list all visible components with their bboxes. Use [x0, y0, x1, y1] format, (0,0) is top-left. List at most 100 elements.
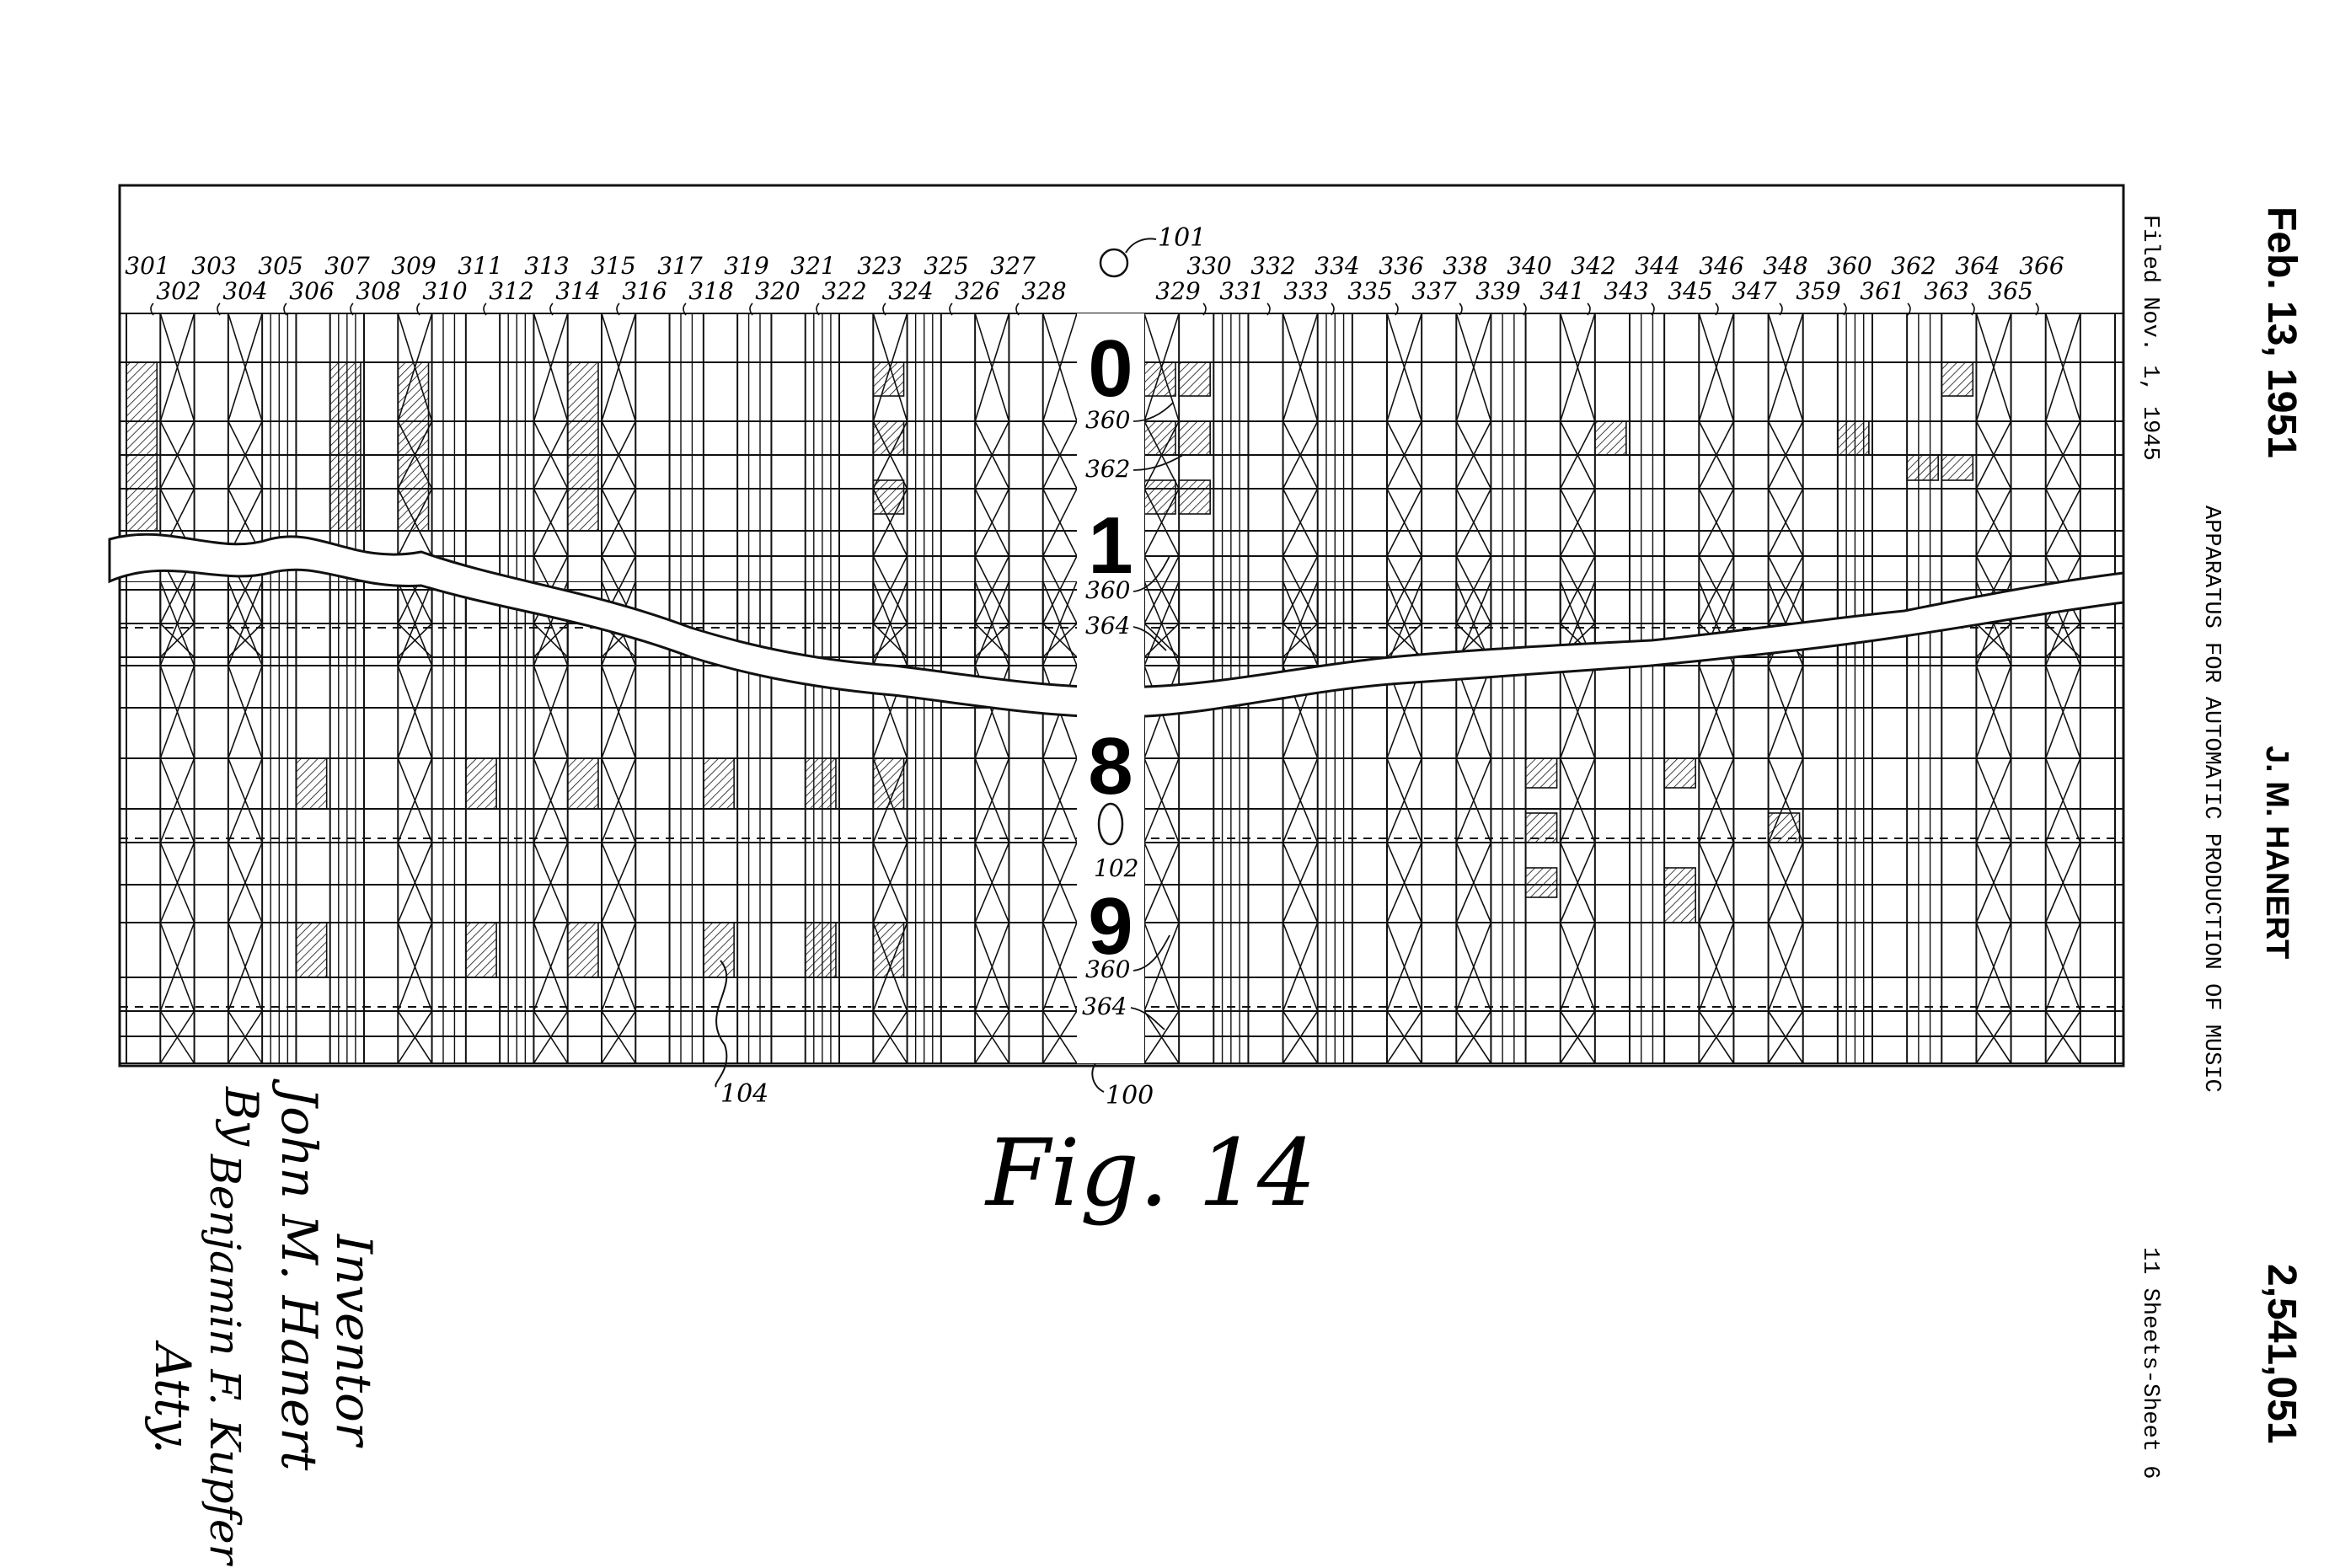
cross-stroke: [974, 581, 1010, 666]
punched-hole: [1178, 479, 1211, 515]
cross-stroke: [1767, 922, 1804, 1012]
cross-stroke: [228, 665, 263, 759]
column-label: 304: [222, 277, 267, 305]
cross-stroke: [974, 313, 1010, 422]
cross-stroke: [1386, 420, 1422, 490]
column-label: 364: [1955, 252, 2000, 280]
cross-stroke: [397, 757, 433, 843]
punched-hole: [295, 757, 328, 810]
cross-stroke: [1282, 1010, 1319, 1064]
cross-stroke: [601, 420, 637, 490]
column-label: 359: [1796, 277, 1840, 305]
column-label: 313: [524, 252, 569, 280]
cross-stroke: [872, 555, 908, 624]
cross-stroke: [1386, 313, 1422, 422]
patent-date: Feb. 13, 1951: [2259, 206, 2304, 458]
cross-stroke: [1559, 313, 1596, 422]
cross-stroke: [1698, 313, 1735, 422]
label-bracket: [1907, 302, 1911, 316]
column-label: 311: [458, 252, 502, 280]
cross-stroke: [228, 922, 263, 1012]
label-bracket: [616, 302, 620, 316]
column-label: 363: [1924, 277, 1968, 305]
cross-stroke: [533, 420, 569, 490]
cross-stroke: [159, 581, 195, 666]
cross-stroke: [974, 488, 1010, 557]
column-label: 308: [356, 277, 400, 305]
column-label: 330: [1186, 252, 1231, 280]
punched-hole: [1143, 361, 1176, 397]
punched-hole: [1143, 420, 1176, 456]
cross-stroke: [228, 842, 263, 923]
column-label: 301: [125, 252, 169, 280]
punched-hole: [872, 361, 905, 397]
cross-stroke: [1767, 842, 1804, 923]
column-label: 306: [289, 277, 334, 305]
cross-stroke: [601, 757, 637, 843]
punched-hole: [1906, 454, 1939, 481]
column-label: 341: [1539, 277, 1584, 305]
label-bracket: [1015, 302, 1020, 316]
column-label: 347: [1732, 277, 1777, 305]
cross-stroke: [1767, 665, 1804, 759]
cross-stroke: [1386, 842, 1422, 923]
column-label: 339: [1475, 277, 1520, 305]
cross-stroke: [397, 665, 433, 759]
label-bracket: [1331, 302, 1335, 316]
cross-stroke: [1386, 488, 1422, 557]
row-label-1: 1: [1088, 500, 1133, 591]
sheet-count: 11 Sheets-Sheet 6: [2137, 1247, 2162, 1479]
cross-stroke: [1455, 555, 1492, 624]
cross-stroke: [1455, 313, 1492, 422]
cross-stroke: [2044, 757, 2081, 843]
column-label: 333: [1283, 277, 1328, 305]
cross-stroke: [1282, 922, 1319, 1012]
ref-100: 100: [1106, 1081, 1154, 1110]
label-bracket: [2035, 302, 2039, 316]
column-label: 328: [1021, 277, 1066, 305]
ref-364-a: 364: [1085, 612, 1130, 640]
cross-stroke: [1455, 488, 1492, 557]
punched-hole: [566, 757, 599, 810]
cross-stroke: [1282, 842, 1319, 923]
cross-stroke: [1041, 555, 1078, 624]
column-label: 307: [324, 252, 370, 280]
punched-hole: [1941, 454, 1974, 481]
leader-360-a: [1133, 402, 1174, 422]
cross-stroke: [1282, 420, 1319, 490]
cross-stroke: [1560, 555, 1596, 624]
punched-hole: [1524, 867, 1558, 898]
punched-hole: [566, 361, 599, 532]
cross-stroke: [228, 757, 263, 843]
punched-hole: [872, 757, 905, 810]
cross-stroke: [1560, 488, 1596, 557]
punched-hole: [1143, 479, 1176, 515]
punched-hole: [1941, 361, 1974, 397]
punched-hole: [397, 361, 430, 532]
label-bracket: [350, 302, 354, 316]
column-label: 342: [1571, 252, 1615, 280]
column-label: 315: [591, 252, 635, 280]
label-bracket: [549, 302, 554, 316]
column-label: 337: [1411, 277, 1457, 305]
leader-360-c: [1133, 934, 1170, 971]
cross-stroke: [1386, 555, 1422, 624]
cross-stroke: [1041, 581, 1078, 666]
cross-stroke: [1386, 581, 1422, 666]
cross-stroke: [1767, 488, 1804, 557]
ref-360-c: 360: [1085, 955, 1130, 983]
punched-hole: [1663, 757, 1696, 789]
ref-101: 101: [1158, 223, 1206, 253]
cross-stroke: [159, 757, 195, 843]
cross-stroke: [1560, 1010, 1596, 1064]
punched-hole: [126, 420, 158, 456]
cross-stroke: [1041, 313, 1078, 422]
patent-number: 2,541,051: [2259, 1264, 2304, 1444]
column-label: 322: [822, 277, 866, 305]
cross-stroke: [159, 420, 195, 490]
cross-stroke: [1767, 555, 1804, 624]
cross-stroke: [601, 922, 637, 1012]
cross-stroke: [1698, 420, 1735, 490]
center-lane: [1077, 313, 1144, 1063]
